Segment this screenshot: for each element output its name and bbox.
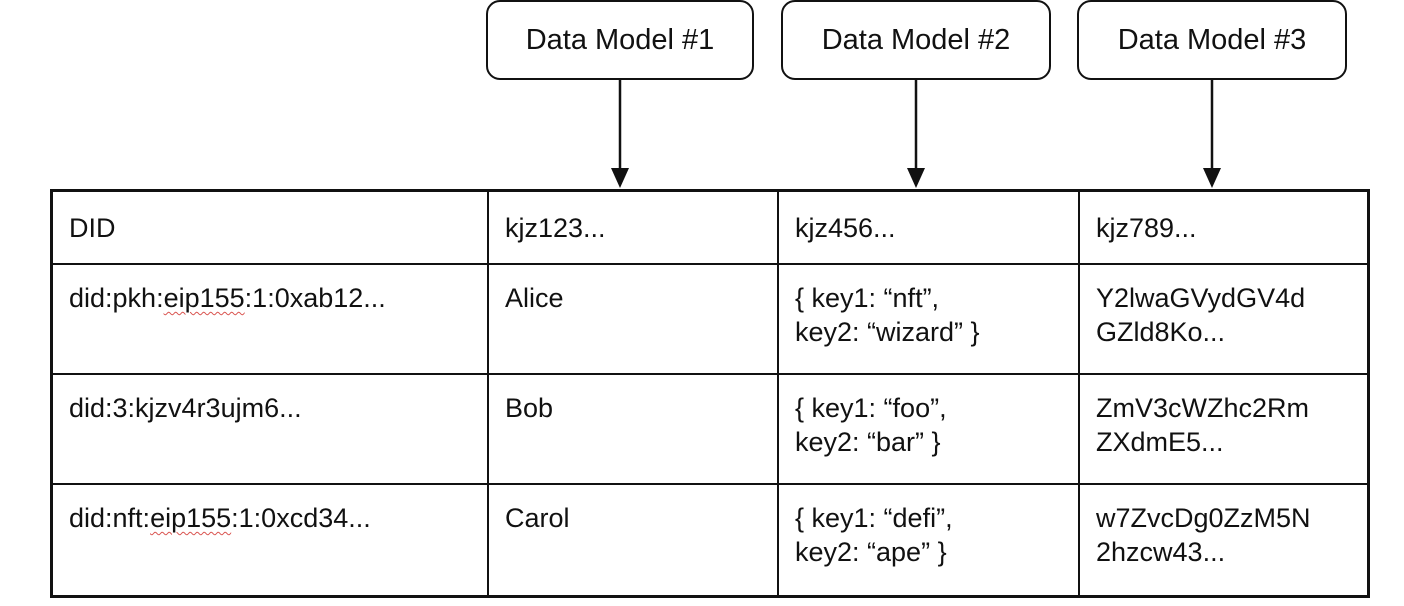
data-model-1-box: Data Model #1 <box>486 0 754 80</box>
header-model-1: kjz123... <box>489 192 779 265</box>
header-did: DID <box>53 192 489 265</box>
data-model-3-label: Data Model #3 <box>1117 23 1307 56</box>
row-3-model-2: { key1: “defi”, key2: “ape” } <box>779 485 1080 595</box>
row-2-model-3: ZmV3cWZhc2Rm ZXdmE5... <box>1080 375 1367 485</box>
arrow-model-1 <box>611 80 629 188</box>
data-model-2-label: Data Model #2 <box>821 23 1011 56</box>
row-1-model-1: Alice <box>489 265 779 375</box>
header-model-2: kjz456... <box>779 192 1080 265</box>
row-2-model-1: Bob <box>489 375 779 485</box>
spellcheck-flagged-word: eip155 <box>150 503 232 533</box>
row-3-model-1: Carol <box>489 485 779 595</box>
row-2-model-2: { key1: “foo”, key2: “bar” } <box>779 375 1080 485</box>
spellcheck-flagged-word: eip155 <box>163 283 245 313</box>
data-model-3-box: Data Model #3 <box>1077 0 1347 80</box>
header-model-3: kjz789... <box>1080 192 1367 265</box>
data-model-2-box: Data Model #2 <box>781 0 1051 80</box>
row-3-did: did:nft:eip155:1:0xcd34... <box>53 485 489 595</box>
row-2-did: did:3:kjzv4r3ujm6... <box>53 375 489 485</box>
did-data-table: DID kjz123... kjz456... kjz789... did:pk… <box>50 189 1370 598</box>
arrow-model-3 <box>1203 80 1221 188</box>
row-3-model-3: w7ZvcDg0ZzM5N 2hzcw43... <box>1096 503 1311 567</box>
row-1-did: did:pkh:eip155:1:0xab12... <box>53 265 489 375</box>
data-model-1-label: Data Model #1 <box>525 23 715 56</box>
row-1-model-2: { key1: “nft”, key2: “wizard” } <box>779 265 1080 375</box>
arrow-model-2 <box>907 80 925 188</box>
row-1-model-3: Y2lwaGVydGV4d GZld8Ko... <box>1080 265 1367 375</box>
